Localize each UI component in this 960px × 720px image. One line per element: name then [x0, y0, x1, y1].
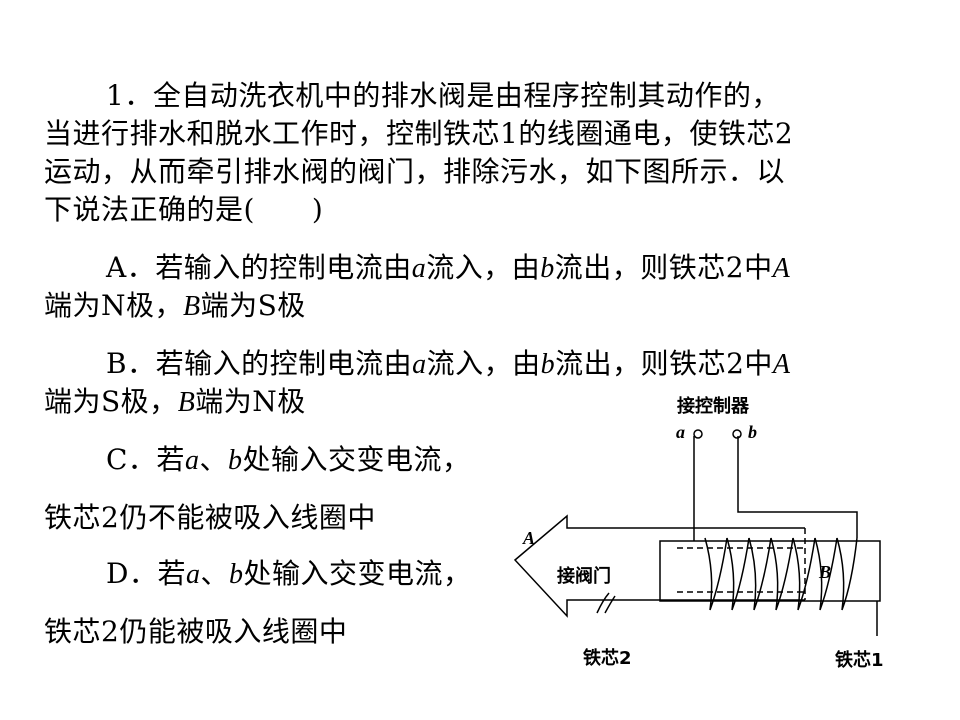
end-b-label: B	[818, 562, 831, 582]
core2-leader-line-2	[604, 595, 616, 614]
question-line-3: 运动，从而牵引排水阀的阀门，排除污水，如下图所示．以	[44, 155, 786, 188]
core1-label: 铁芯1	[835, 649, 884, 671]
option-b-line-1: B．若输入的控制电流由a流入，由b流出，则铁芯2中A	[106, 347, 791, 380]
option-d-line-1: D．若a、b处输入交变电流，	[106, 557, 472, 590]
core2-label: 铁芯2	[583, 647, 632, 669]
terminal-a-dot	[693, 429, 703, 439]
option-a-line-1: A．若输入的控制电流由a流入，由b流出，则铁芯2中A	[106, 251, 791, 284]
question-line-1: 1．全自动洗衣机中的排水阀是由程序控制其动作的，	[106, 79, 780, 112]
option-c-line-1: C．若a、b处输入交变电流，	[106, 443, 471, 476]
terminal-b-label: b	[748, 422, 757, 442]
valve-label: 接阀门	[557, 565, 611, 587]
controller-label: 接控制器	[677, 395, 750, 417]
wire-b	[737, 436, 858, 538]
question-line-4: 下说法正确的是( )	[44, 193, 324, 226]
option-b-line-2: 端为S极，B端为N极	[44, 385, 306, 418]
core2-leader-line	[596, 592, 610, 614]
option-d-line-2: 铁芯2仍能被吸入线圈中	[44, 615, 348, 648]
option-a-line-2: 端为N极，B端为S极	[44, 289, 306, 322]
terminal-a-label: a	[676, 422, 685, 442]
coil-windings	[704, 537, 858, 611]
option-c-line-2: 铁芯2仍不能被吸入线圈中	[44, 501, 376, 534]
solenoid-diagram: 接控制器 a b A B 接阀门 铁芯2 铁芯1	[513, 395, 884, 671]
terminal-b-dot	[732, 429, 742, 439]
iron-core-2	[513, 514, 805, 618]
end-a-label: A	[522, 528, 535, 548]
question-line-2: 当进行排水和脱水工作时，控制铁芯1的线圈通电，使铁芯2	[44, 117, 794, 150]
